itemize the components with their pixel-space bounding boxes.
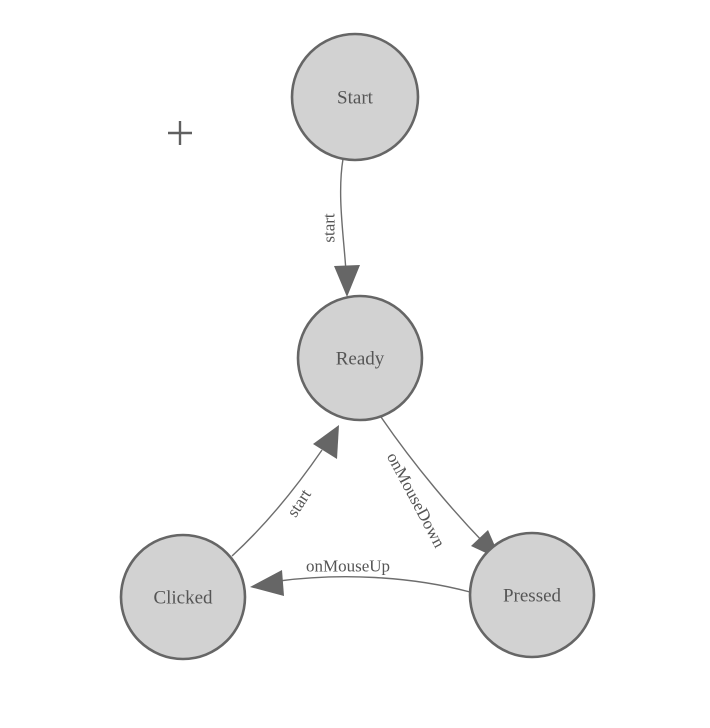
node-pressed-label: Pressed xyxy=(503,586,562,607)
node-pressed-circle[interactable] xyxy=(468,531,596,659)
node-ready-circle[interactable] xyxy=(296,294,424,422)
edge-label-pressed-to-clicked: onMouseUp xyxy=(306,557,390,576)
edge-path-ready-to-pressed xyxy=(380,416,485,544)
node-pressed[interactable]: Pressed xyxy=(468,531,596,659)
node-clicked[interactable]: Clicked xyxy=(119,533,247,661)
crosshair-cursor-icon xyxy=(168,121,192,145)
node-start-label: Start xyxy=(337,88,374,109)
edge-pressed-to-clicked[interactable]: onMouseUp xyxy=(250,557,471,597)
edge-path-clicked-to-ready xyxy=(231,449,323,557)
edge-label-clicked-to-ready: start xyxy=(283,485,315,520)
node-start[interactable]: Start xyxy=(290,32,420,162)
arrowhead-pressed-to-clicked xyxy=(250,570,284,596)
node-ready[interactable]: Ready xyxy=(296,294,424,422)
arrowhead-clicked-to-ready xyxy=(313,425,339,459)
edge-start-to-ready[interactable]: start xyxy=(320,158,361,297)
edge-path-start-to-ready xyxy=(339,158,347,273)
arrowhead-start-to-ready xyxy=(334,265,360,297)
node-clicked-label: Clicked xyxy=(153,588,213,609)
edge-path-pressed-to-clicked xyxy=(278,576,471,593)
node-ready-label: Ready xyxy=(336,349,385,370)
edge-clicked-to-ready[interactable]: start xyxy=(231,425,339,557)
edge-label-start-to-ready: start xyxy=(320,213,339,243)
node-clicked-circle[interactable] xyxy=(119,533,247,661)
edge-ready-to-pressed[interactable]: onMouseDown xyxy=(380,416,501,560)
node-start-circle[interactable] xyxy=(290,32,420,162)
